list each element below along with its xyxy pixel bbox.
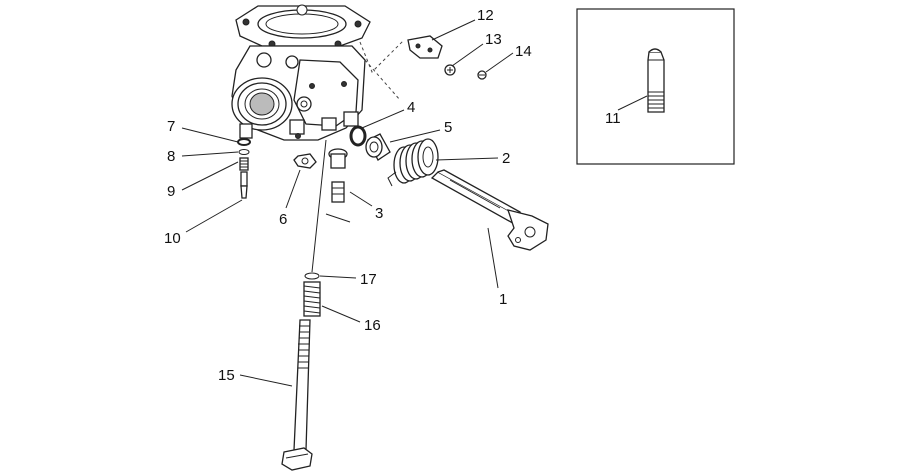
part-10-pilot-screw — [240, 171, 248, 199]
callout-1: 1 — [499, 291, 507, 308]
callout-13: 13 — [485, 31, 502, 48]
callout-4: 4 — [407, 99, 415, 116]
part-1-throttle-shaft — [430, 169, 549, 251]
part-8-washer — [238, 149, 250, 155]
part-6-nut — [293, 153, 317, 169]
callout-14: 14 — [515, 43, 532, 60]
part-15-idle-screw — [281, 319, 313, 471]
part-9-spring — [239, 157, 249, 171]
part-12-bracket — [407, 35, 443, 59]
callout-7: 7 — [167, 118, 175, 135]
part-17-o-ring — [304, 272, 320, 280]
callout-5: 5 — [444, 119, 452, 136]
callout-11: 11 — [605, 110, 621, 127]
inset-panel — [576, 8, 735, 165]
part-4-o-ring — [349, 125, 367, 147]
part-14-screw — [477, 70, 487, 80]
callout-9: 9 — [167, 183, 175, 200]
part-carburetor-body — [231, 4, 405, 141]
callout-8: 8 — [167, 148, 175, 165]
callout-10: 10 — [164, 230, 181, 247]
callout-3: 3 — [375, 205, 383, 222]
part-2-return-spring — [387, 138, 439, 187]
part-7-o-ring — [237, 138, 251, 146]
callout-6: 6 — [279, 211, 287, 228]
part-13-screw — [444, 64, 456, 76]
part-3-float-needle — [325, 148, 351, 223]
part-16-spring — [303, 281, 321, 317]
callout-12: 12 — [477, 7, 494, 24]
callout-2: 2 — [502, 150, 510, 167]
callout-17: 17 — [360, 271, 377, 288]
callout-16: 16 — [364, 317, 381, 334]
callout-labels: 12 13 14 4 5 2 3 1 7 8 9 10 6 17 16 15 1… — [164, 7, 621, 384]
leader-lines — [181, 19, 648, 387]
part-5-bushing — [365, 133, 391, 161]
callout-15: 15 — [218, 367, 235, 384]
part-11-needle-jet — [647, 48, 665, 113]
